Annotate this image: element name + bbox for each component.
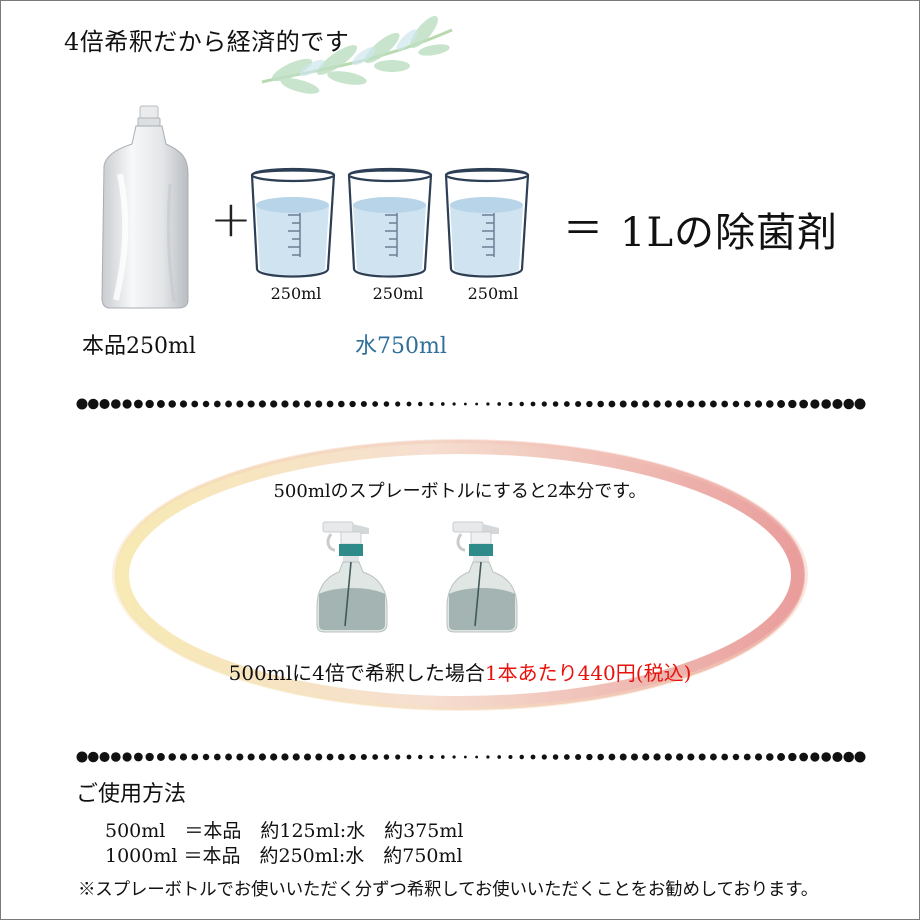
usage-row: 1000ml ＝本品 約250ml:水 約750ml (105, 845, 463, 867)
bottle-intro-text: 500mlのスプレーボトルにすると2本分です。 (273, 481, 647, 502)
usage-note: ※スプレーボトルでお使いいただく分ずつ希釈してお使いいただくことをお勧めしており… (78, 880, 819, 900)
beaker-icon (444, 167, 530, 278)
price-prefix: 500mlに4倍で希釈した場合 (228, 661, 485, 685)
page-heading: 4倍希釈だから経済的です (64, 28, 350, 56)
product-label: 本品250ml (82, 334, 196, 359)
water-label: 水750ml (355, 334, 447, 359)
equals-sign: ＝ (563, 206, 603, 252)
leaf-branch-icon (261, 16, 453, 94)
beaker-icon (347, 167, 433, 278)
result-text: 1Lの除菌剤 (620, 210, 839, 256)
dotted-divider (76, 751, 866, 763)
gradient-ellipse-decoration (112, 439, 808, 711)
price-text: 500mlに4倍で希釈した場合1本あたり440円(税込) (0, 657, 920, 686)
usage-row: 500ml ＝本品 約125ml:水 約375ml (105, 820, 464, 842)
beaker-label: 250ml (270, 284, 322, 303)
plus-sign: + (210, 190, 252, 248)
beaker-label: 250ml (467, 284, 519, 303)
refill-pouch-icon (101, 105, 189, 309)
price-highlight: 1本あたり440円(税込) (484, 661, 692, 685)
beaker-label: 250ml (372, 284, 424, 303)
spray-bottle-icon (316, 521, 388, 633)
dotted-divider (76, 398, 866, 410)
spray-bottle-icon (446, 521, 518, 633)
usage-title: ご使用方法 (76, 782, 187, 807)
beaker-icon (250, 167, 336, 278)
